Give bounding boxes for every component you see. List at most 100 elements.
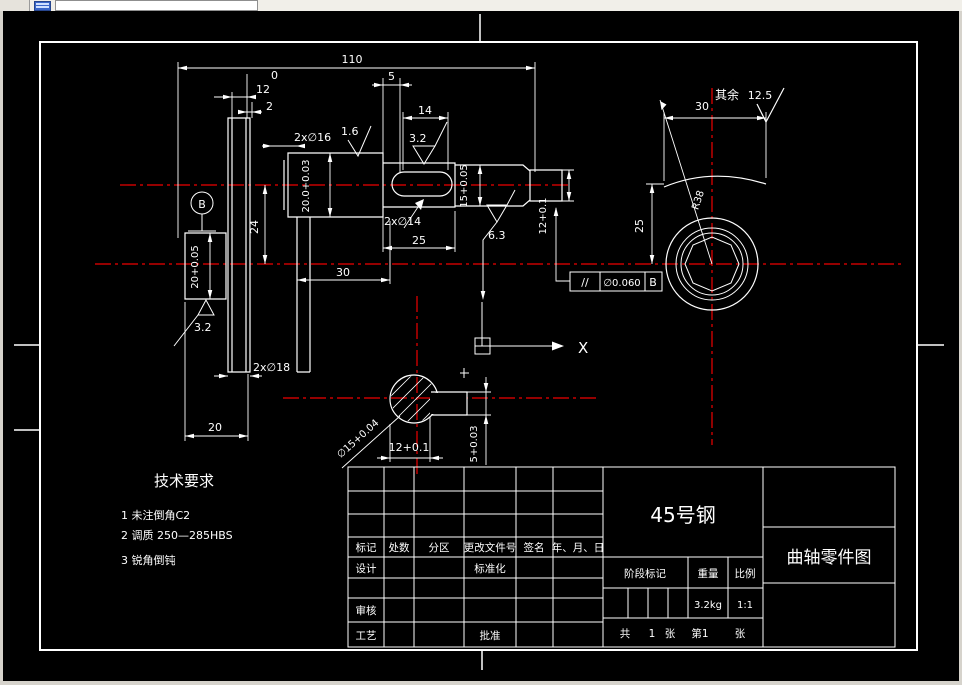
tech-req-item: 3 锐角倒钝	[121, 553, 176, 567]
toolbar-input[interactable]	[55, 0, 258, 11]
material-name: 45号钢	[650, 503, 715, 527]
disc-top-arc	[663, 175, 767, 188]
col-mark: 标记	[356, 542, 377, 554]
weight-value: 3.2kg	[694, 600, 722, 611]
fcf-box	[569, 271, 663, 292]
dim-web-width: 12	[256, 83, 270, 96]
dim-end-dia: 12+0.1	[538, 197, 549, 234]
dim-overall: 110	[342, 53, 363, 66]
section-dim-lines	[341, 377, 491, 469]
ucs-axes	[475, 302, 552, 347]
disc-polygon	[684, 236, 740, 292]
endview-arrows	[649, 101, 766, 264]
keyway-mask	[430, 393, 467, 414]
dim-disc-radius: R38	[690, 189, 707, 211]
ra-value-3-2-top: 3.2	[409, 132, 427, 145]
web-outline	[227, 117, 311, 373]
ucs-icon: X	[460, 302, 588, 378]
tech-requirements: 技术要求 1 未注倒角C2 2 调质 250—285HBS 3 锐角倒钝	[121, 472, 233, 567]
roughness-icon	[347, 125, 372, 158]
dim-mid-dia: 15+0.05	[459, 164, 470, 207]
dim-slot14: 14	[418, 104, 432, 117]
drawing-title: 曲轴零件图	[787, 548, 872, 568]
tech-req-title: 技术要求	[154, 472, 214, 490]
stage-label: 阶段标记	[624, 567, 666, 580]
scale-value: 1:1	[737, 600, 753, 611]
fcf-leader	[555, 208, 570, 282]
dim-disc-width: 30	[695, 100, 709, 113]
datum-leader	[188, 214, 216, 232]
end-view: 其余 12.5 30 25 R38	[633, 87, 785, 311]
tech-req-item: 1 未注倒角C2	[121, 508, 190, 522]
col-zone: 分区	[429, 542, 450, 554]
disc-inner-circle	[680, 232, 744, 296]
col-date: 年、月、日	[552, 541, 605, 554]
ucs-x-arrow	[552, 341, 564, 351]
feature-control-frame: // ∅0.060 B	[555, 208, 663, 292]
window-toolbar	[0, 0, 962, 11]
tech-req-item: 2 调质 250—285HBS	[121, 529, 233, 542]
dim-keyway-depth: 12+0.1	[389, 441, 430, 454]
datum-label: B	[198, 198, 206, 211]
toolbar-grid-icon[interactable]	[34, 1, 51, 11]
dim-chamfer: 2	[266, 100, 273, 113]
note-holes16: 2x∅16	[294, 131, 331, 144]
frame-center-marks	[14, 14, 944, 670]
role-standard: 标准化	[474, 562, 506, 575]
disc-outer-circle	[665, 217, 759, 311]
note-slot-holes: 2x∅14	[384, 215, 421, 228]
dim-span30: 30	[336, 266, 350, 279]
endview-dim-lines	[646, 99, 767, 265]
ra-value-1-6: 1.6	[341, 125, 359, 138]
note-web-holes: 2x∅18	[253, 361, 290, 374]
sheet-unit2: 张	[735, 628, 746, 640]
role-approve: 批准	[480, 629, 501, 642]
fcf-datum: B	[649, 276, 657, 289]
ra-value-6-3: 6.3	[488, 229, 506, 242]
surface-note-label: 其余	[715, 87, 739, 102]
roughness-icon	[756, 87, 785, 124]
dim-key-width: 5+0.03	[469, 425, 480, 462]
extension-lines	[177, 62, 574, 441]
slot-outline	[391, 171, 453, 197]
title-block: 标记 处数 分区 更改文件号 签名 年、月、日 设计 标准化 审核 工艺 批准 …	[347, 466, 896, 648]
ra-value-3-2-left: 3.2	[194, 321, 212, 334]
dim-throw: 24	[248, 220, 261, 234]
scale-label: 比例	[735, 567, 756, 580]
ucs-x-label: X	[578, 339, 588, 357]
toolbar-left-segment	[0, 0, 30, 11]
col-change-no: 更改文件号	[464, 541, 517, 554]
sheet-unit: 张	[665, 628, 676, 640]
disc-mid-circle	[675, 227, 749, 301]
fcf-tolerance: ∅0.060	[603, 278, 640, 289]
dim-slot-len: 25	[412, 234, 426, 247]
crosshair-mark	[460, 368, 469, 378]
centerlines	[95, 88, 905, 478]
sheet-total-value: 1	[649, 628, 656, 640]
col-sign: 签名	[524, 541, 545, 554]
surface-note-value: 12.5	[748, 89, 773, 102]
role-process: 工艺	[356, 630, 377, 642]
sheet-total-label: 共	[620, 628, 631, 640]
role-audit: 审核	[356, 604, 377, 617]
dim-pin-dia: 20.0+0.03	[301, 160, 312, 213]
keyway-outline	[431, 391, 468, 416]
cad-canvas[interactable]: B 110 12 0 2 2x∅16 1.6 5 14 3.2 2x∅14 25…	[3, 11, 959, 681]
sheet-frame	[14, 14, 944, 670]
roughness-icon	[173, 298, 215, 347]
fcf-dividers	[599, 272, 646, 291]
sheet-number: 第1	[691, 627, 708, 640]
dimension-arrows	[178, 65, 572, 439]
dim-disc-offset: 25	[633, 219, 646, 233]
roughness-icon	[412, 121, 448, 165]
section-view: 12+0.1 5+0.03 ∅15+0.04	[335, 374, 491, 469]
drawing-border	[39, 41, 918, 651]
dim-journal-len: 20	[208, 421, 222, 434]
dim-zero: 0	[271, 69, 278, 82]
journal-outline	[184, 232, 227, 300]
dimension-lines	[178, 67, 570, 437]
dim-journal-dia: 20+0.05	[190, 245, 201, 288]
role-design: 设计	[356, 562, 377, 575]
roughness-icon	[482, 189, 516, 298]
col-count: 处数	[389, 541, 410, 554]
